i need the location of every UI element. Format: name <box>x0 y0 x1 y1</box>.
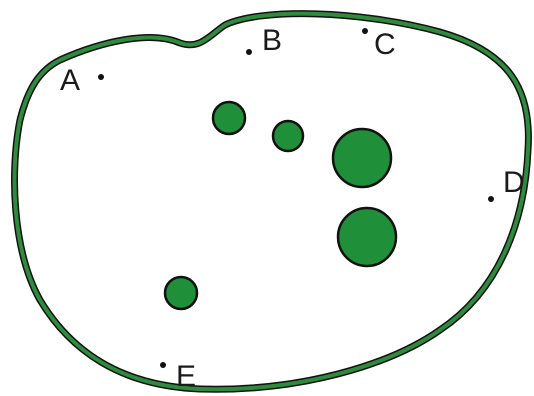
region-outline-edge <box>11 10 532 393</box>
green-circle <box>163 275 199 311</box>
point-e-dot <box>160 362 166 368</box>
green-circle <box>271 119 305 153</box>
green-circle <box>331 127 393 189</box>
point-b-label: B <box>262 24 282 57</box>
point-a-dot <box>98 74 104 80</box>
point-d-dot <box>488 196 494 202</box>
point-a-label: A <box>60 64 80 97</box>
point-d-label: D <box>503 166 525 199</box>
green-circle <box>211 100 247 136</box>
region-outline <box>12 11 531 392</box>
point-b-dot <box>246 49 252 55</box>
point-c-dot <box>362 28 368 34</box>
point-c-label: C <box>374 28 396 61</box>
green-circle <box>336 206 398 268</box>
point-e-label: E <box>176 360 196 393</box>
